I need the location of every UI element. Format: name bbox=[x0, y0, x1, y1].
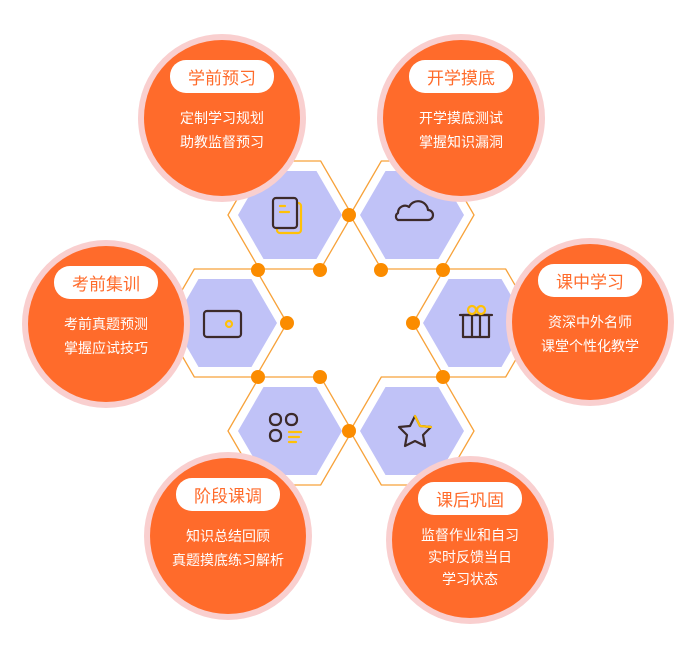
star-icon bbox=[397, 414, 433, 448]
stage-line: 考前真题预测 bbox=[64, 317, 148, 333]
connector-dot bbox=[436, 370, 450, 384]
stage-title: 学前预习 bbox=[170, 60, 274, 93]
stage-line: 课堂个性化教学 bbox=[541, 339, 639, 355]
stage-circle-preview: 学前预习 定制学习规划助教监督预习 bbox=[144, 40, 300, 196]
stage-circle-consolidate: 课后巩固 监督作业和自习实时反馈当日学习状态 bbox=[392, 462, 548, 618]
hexagon-tile bbox=[173, 279, 277, 367]
connector-dot bbox=[436, 263, 450, 277]
apps-icon bbox=[268, 412, 303, 444]
hexagon-outline bbox=[349, 376, 475, 486]
stage-line: 掌握应试技巧 bbox=[64, 341, 148, 357]
stage-line: 助教监督预习 bbox=[180, 135, 264, 151]
hexagon-tile bbox=[423, 279, 527, 367]
stage-circle-review: 阶段课调 知识总结回顾真题摸底练习解析 bbox=[150, 458, 306, 614]
cloud-icon bbox=[394, 200, 435, 222]
stage-circle-exam-prep: 考前集训 考前真题预测掌握应试技巧 bbox=[28, 246, 184, 402]
connector-dot bbox=[313, 263, 327, 277]
connector-dot bbox=[374, 263, 388, 277]
stage-line: 资深中外名师 bbox=[548, 315, 632, 331]
hexagon-tile bbox=[360, 171, 464, 259]
stage-line: 开学摸底测试 bbox=[419, 111, 503, 127]
stage-title: 开学摸底 bbox=[409, 60, 513, 93]
stage-line: 掌握知识漏洞 bbox=[419, 135, 503, 151]
stage-line: 监督作业和自习 bbox=[421, 528, 519, 544]
connector-dot bbox=[342, 424, 356, 438]
connector-dot bbox=[313, 370, 327, 384]
stage-line: 真题摸底练习解析 bbox=[172, 553, 284, 569]
stage-title: 阶段课调 bbox=[176, 478, 280, 511]
stage-line: 知识总结回顾 bbox=[186, 529, 270, 545]
stage-circle-baseline-test: 开学摸底 开学摸底测试掌握知识漏洞 bbox=[383, 40, 539, 196]
stage-line: 学习状态 bbox=[442, 572, 498, 588]
hexagon-tile bbox=[360, 387, 464, 475]
stage-line: 实时反馈当日 bbox=[428, 550, 512, 566]
document-icon bbox=[271, 196, 303, 235]
stage-title: 课中学习 bbox=[538, 264, 642, 297]
wallet-icon bbox=[202, 309, 243, 339]
stage-title: 考前集训 bbox=[54, 266, 158, 299]
stage-title: 课后巩固 bbox=[418, 482, 522, 515]
connector-dot bbox=[251, 263, 265, 277]
connector-dot bbox=[251, 370, 265, 384]
stage-line: 定制学习规划 bbox=[180, 111, 264, 127]
connector-dot bbox=[280, 316, 294, 330]
stage-circle-in-class: 课中学习 资深中外名师课堂个性化教学 bbox=[512, 244, 668, 400]
gift-icon bbox=[458, 304, 494, 339]
connector-dot bbox=[406, 316, 420, 330]
connector-dot bbox=[342, 208, 356, 222]
